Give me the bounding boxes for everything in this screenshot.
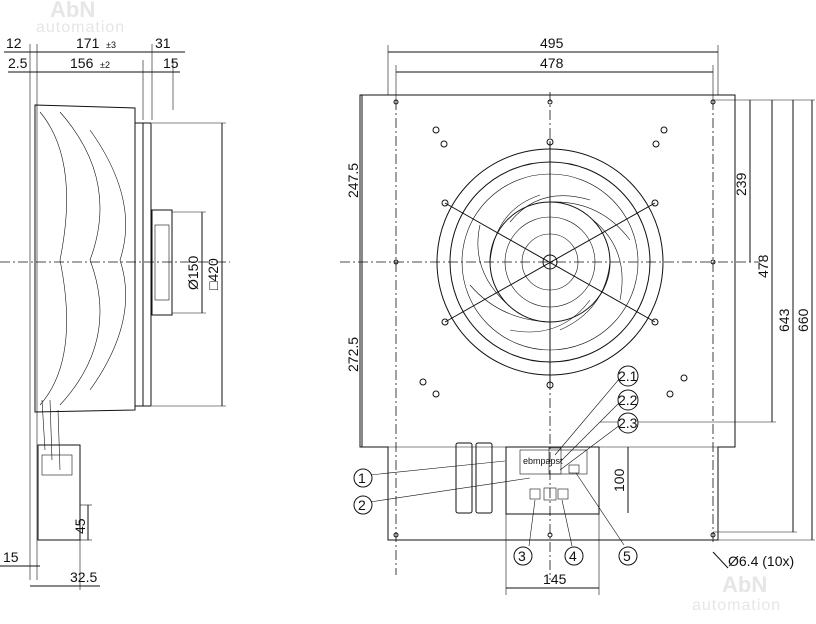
balloon-3: 3	[518, 548, 526, 564]
dim-272-5: 272.5	[345, 337, 361, 372]
type-label-2	[475, 442, 493, 514]
dim-31: 31	[155, 35, 171, 51]
front-view: 495 478	[340, 35, 815, 595]
dim-478-top: 478	[540, 55, 564, 71]
dim-156: 156	[70, 55, 94, 71]
watermark-top-logo: AbN	[50, 0, 95, 22]
dim-100: 100	[611, 468, 627, 492]
dim-15-top: 15	[163, 55, 179, 71]
electronics-box	[505, 446, 600, 515]
callout-balloons: 1 2 2.1 2.2 2.3 3 4 5	[353, 365, 639, 566]
dim-239: 239	[733, 172, 749, 196]
dim-15-bottom: 15	[3, 549, 19, 565]
dim-hole-diameter: Ø6.4 (10x)	[728, 553, 794, 569]
dim-495: 495	[540, 35, 564, 51]
balloon-4: 4	[569, 548, 577, 564]
dim-45: 45	[72, 518, 88, 534]
impeller	[436, 138, 664, 389]
dim-660: 660	[795, 308, 811, 332]
dim-171-tol: ±3	[106, 40, 116, 50]
balloon-2-3: 2.3	[618, 415, 638, 431]
watermark-top-text: automation	[36, 19, 125, 36]
balloon-2: 2	[358, 497, 366, 513]
balloon-5: 5	[623, 548, 631, 564]
type-label-1	[455, 442, 473, 514]
dim-square-420: □420	[205, 258, 221, 290]
dim-2-5: 2.5	[8, 55, 28, 71]
dim-643: 643	[776, 308, 792, 332]
brand-label: ebmpapst	[523, 456, 563, 466]
balloon-2-1: 2.1	[618, 368, 638, 384]
dim-145: 145	[543, 571, 567, 587]
watermark-bottom-text: automation	[692, 597, 781, 614]
dim-156-tol: ±2	[100, 60, 110, 70]
dim-478-right: 478	[755, 254, 771, 278]
balloon-1: 1	[358, 470, 366, 486]
dim-diameter-150: Ø150	[185, 256, 201, 290]
dim-12: 12	[6, 35, 22, 51]
dim-32-5: 32.5	[70, 569, 97, 585]
dim-171: 171	[76, 35, 100, 51]
mount-holes	[393, 99, 716, 538]
watermark-bottom-logo: AbN	[722, 572, 767, 597]
balloon-2-2: 2.2	[618, 392, 638, 408]
dim-247-5: 247.5	[345, 163, 361, 198]
side-view: 12 171 ±3 31 2.5 156 ±2 15 Ø150 □420	[0, 35, 230, 590]
